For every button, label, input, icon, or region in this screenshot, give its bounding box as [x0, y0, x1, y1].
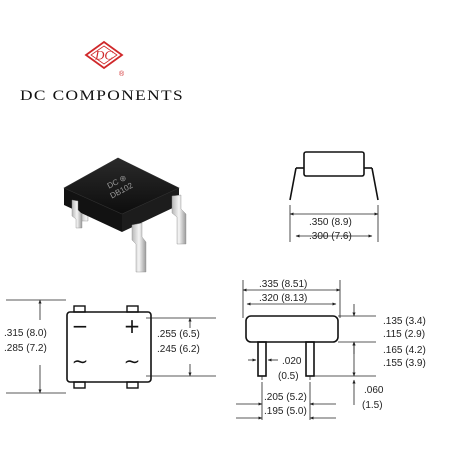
ac-left-symbol: ∼	[72, 349, 89, 373]
front-width-max: .335 (8.51)	[259, 279, 307, 290]
minus-terminal-symbol: −	[72, 314, 89, 338]
front-lead-spacing-min: .195 (5.0)	[264, 406, 307, 417]
front-lead-length-min: .155 (3.9)	[383, 358, 426, 369]
brand-name: DC COMPONENTS	[20, 88, 184, 104]
logo-text: DC	[94, 48, 113, 63]
side-width-max: .350 (8.9)	[309, 217, 352, 228]
bottom-height-max: .315 (8.0)	[4, 328, 47, 339]
bottom-height-min: .285 (7.2)	[4, 343, 47, 354]
front-view-drawing: .335 (8.51) .320 (8.13) .135 (3.4) .115 …	[236, 279, 426, 420]
ac-right-symbol: ∼	[124, 349, 141, 373]
company-logo: DC ® DC COMPONENTS	[20, 40, 184, 104]
bottom-pin-spacing-max: .255 (6.5)	[157, 329, 200, 340]
side-width-min: .300 (7.6)	[309, 231, 352, 242]
front-lead-spacing-max: .205 (5.2)	[264, 392, 307, 403]
plus-terminal-symbol: +	[124, 314, 141, 338]
front-body-height-max: .135 (3.4)	[383, 316, 426, 327]
bottom-pin-spacing-min: .245 (6.2)	[157, 344, 200, 355]
side-view-drawing: .350 (8.9) .300 (7.6)	[289, 151, 379, 242]
front-lead-tip-mm: (1.5)	[362, 400, 383, 411]
front-lead-width-mm: (0.5)	[278, 371, 299, 382]
front-body-height-min: .115 (2.9)	[383, 329, 425, 340]
bottom-view-drawing: − + ∼ ∼ .315 (8.0) .285 (7.2) .255 (6.5)…	[4, 299, 216, 394]
component-photo: DC ⊛ DB102	[63, 157, 187, 273]
front-lead-width-in: .020	[282, 356, 302, 367]
front-lead-length-max: .165 (4.2)	[383, 345, 426, 356]
front-width-min: .320 (8.13)	[259, 293, 307, 304]
registered-mark: ®	[119, 70, 125, 78]
front-lead-tip-in: .060	[364, 385, 384, 396]
dc-logo-icon: DC	[84, 40, 124, 70]
